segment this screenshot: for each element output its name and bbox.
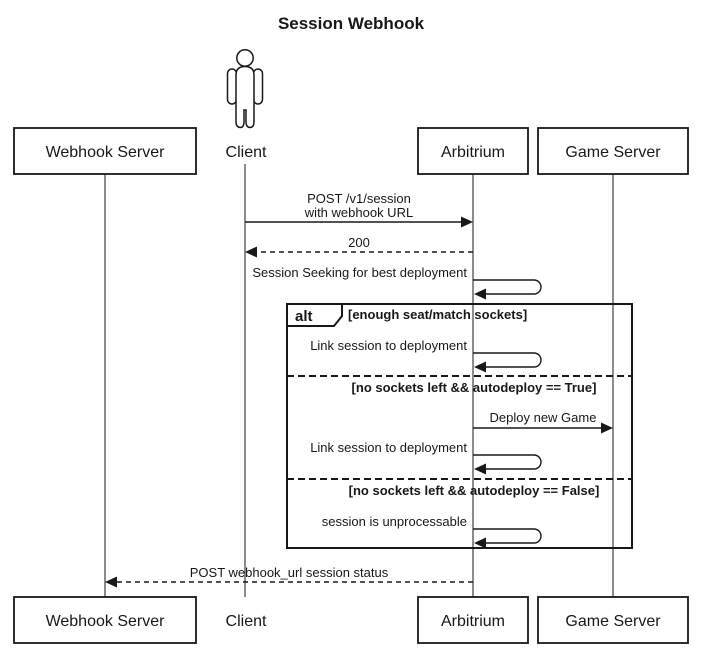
alt-operator-label: alt <box>295 308 313 325</box>
participant-box-webhook-server-bottom <box>13 596 197 644</box>
alt-condition-enough-sockets: [enough seat/match sockets] <box>348 307 527 322</box>
participant-label-arbitrium-top: Arbitrium <box>441 144 505 161</box>
participant-label-webhook-server-top: Webhook Server <box>46 144 166 161</box>
arrowhead-webhook-status <box>105 576 117 588</box>
actor-icon <box>226 49 264 129</box>
message-label-deploy-new-game: Deploy new Game <box>490 410 597 425</box>
self-message-arrow-unprocessable <box>473 528 542 544</box>
message-label-webhook-status: POST webhook_url session status <box>190 565 389 580</box>
alt-frame <box>286 303 633 549</box>
arrowhead-post-session <box>461 216 473 228</box>
participant-label-game-server-top: Game Server <box>565 144 661 161</box>
message-label-session-seeking: Session Seeking for best deployment <box>252 265 467 280</box>
alt-condition-autodeploy-false: [no sockets left && autodeploy == False] <box>349 483 600 498</box>
message-label-link-session-a: Link session to deployment <box>310 338 467 353</box>
self-message-arrow-session-seeking <box>473 279 542 295</box>
participant-box-arbitrium-bottom <box>417 596 529 644</box>
message-label-200: 200 <box>348 235 370 250</box>
arrowhead-unprocessable <box>474 537 486 549</box>
participant-label-client-bottom: Client <box>226 613 267 630</box>
alt-condition-autodeploy-true: [no sockets left && autodeploy == True] <box>352 380 597 395</box>
participant-label-webhook-server-bottom: Webhook Server <box>46 613 166 630</box>
participant-box-webhook-server-top <box>13 127 197 175</box>
actor-head <box>236 49 254 67</box>
message-label-unprocessable: session is unprocessable <box>322 514 467 529</box>
message-label-link-session-b: Link session to deployment <box>310 440 467 455</box>
arrowhead-link-session-a <box>474 361 486 373</box>
arrowhead-session-seeking <box>474 288 486 300</box>
message-label-post-session-line2: with webhook URL <box>304 205 413 220</box>
diagram-title: Session Webhook <box>278 14 425 33</box>
actor-body <box>235 65 255 129</box>
participant-label-arbitrium-bottom: Arbitrium <box>441 613 505 630</box>
actor-left-arm <box>226 68 238 105</box>
participant-label-client-top: Client <box>226 144 267 161</box>
arrowhead-deploy-new-game <box>601 422 613 434</box>
participant-box-game-server-top <box>537 127 689 175</box>
participant-label-game-server-bottom: Game Server <box>565 613 661 630</box>
message-label-post-session-line1: POST /v1/session <box>307 191 411 206</box>
arrowhead-link-session-b <box>474 463 486 475</box>
alt-operator-tab <box>286 303 343 327</box>
participant-box-game-server-bottom <box>537 596 689 644</box>
participant-box-arbitrium-top <box>417 127 529 175</box>
arrowhead-200 <box>245 246 257 258</box>
self-message-arrow-link-session-b <box>473 454 542 470</box>
self-message-arrow-link-session-a <box>473 352 542 368</box>
actor-right-arm <box>252 68 264 105</box>
